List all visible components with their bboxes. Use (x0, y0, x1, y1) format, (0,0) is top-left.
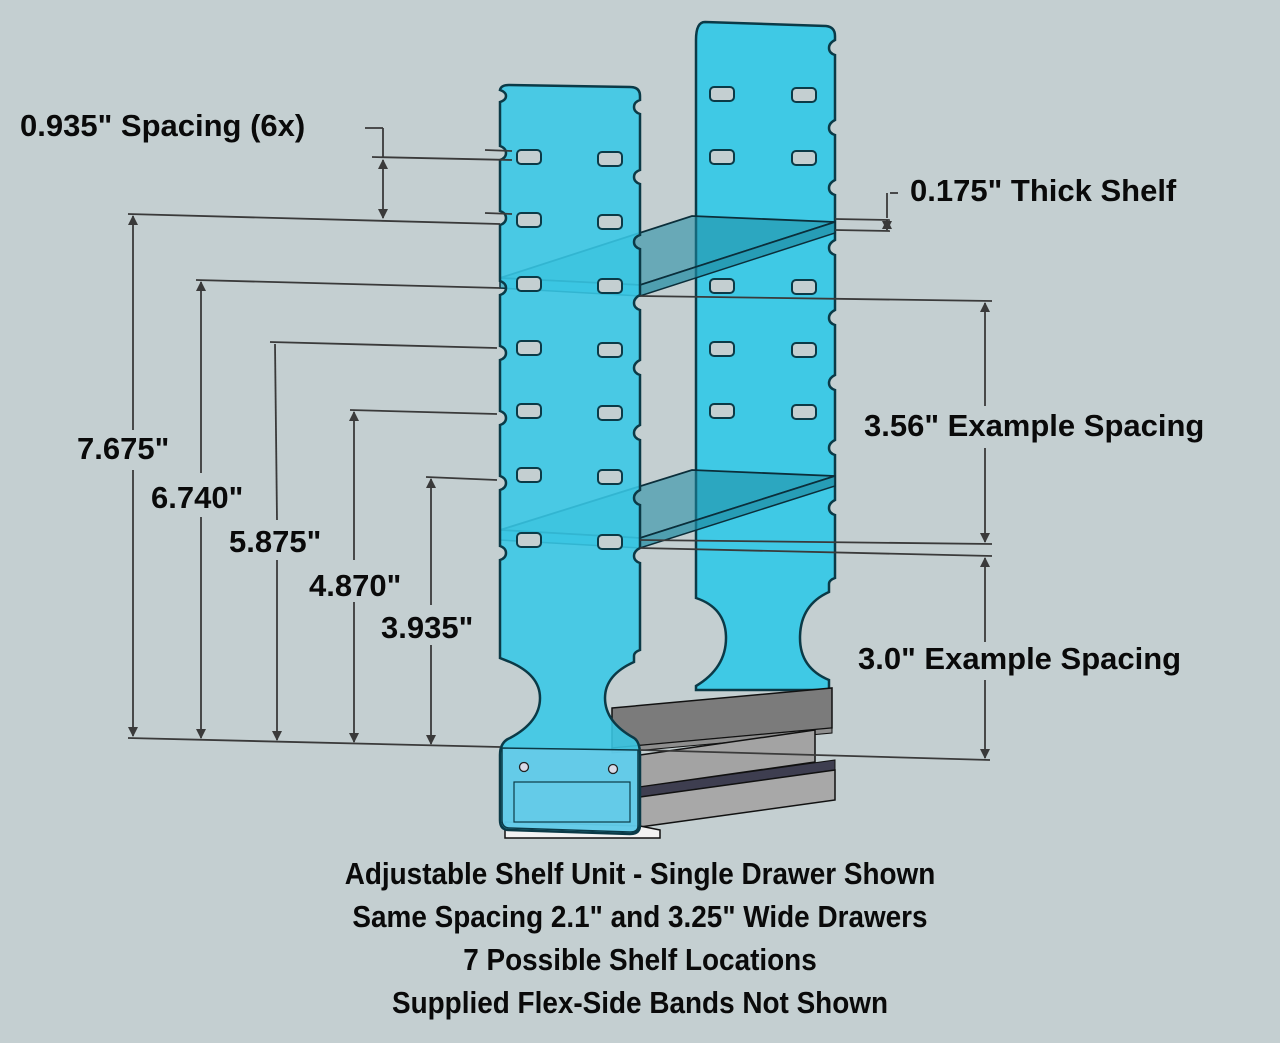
drawer-screw-right (607, 763, 619, 775)
height-label-6740: 6.740" (151, 480, 244, 515)
slot-spacing-label: 0.935" Spacing (6x) (20, 108, 306, 143)
drawer-front-recess (513, 781, 631, 823)
height-label-3935: 3.935" (381, 610, 474, 645)
dimension-lines (127, 127, 993, 761)
caption-block: Adjustable Shelf Unit - Single Drawer Sh… (0, 852, 1280, 1024)
shelf-thickness-label: 0.175" Thick Shelf (910, 173, 1177, 208)
drawer-screw-left (518, 761, 530, 773)
left-side-panel (498, 83, 642, 836)
height-label-7675: 7.675" (77, 431, 170, 466)
lower-example-spacing-label: 3.0" Example Spacing (858, 641, 1182, 676)
right-side-panel (694, 20, 837, 692)
caption-line-3: 7 Possible Shelf Locations (463, 942, 817, 977)
height-label-5875: 5.875" (229, 524, 322, 559)
height-label-4870: 4.870" (309, 568, 402, 603)
caption-line-4: Supplied Flex-Side Bands Not Shown (391, 985, 889, 1020)
upper-example-spacing-label: 3.56" Example Spacing (864, 408, 1205, 443)
caption-line-1: Adjustable Shelf Unit - Single Drawer Sh… (344, 856, 936, 891)
caption-line-2: Same Spacing 2.1" and 3.25" Wide Drawers (352, 899, 928, 934)
